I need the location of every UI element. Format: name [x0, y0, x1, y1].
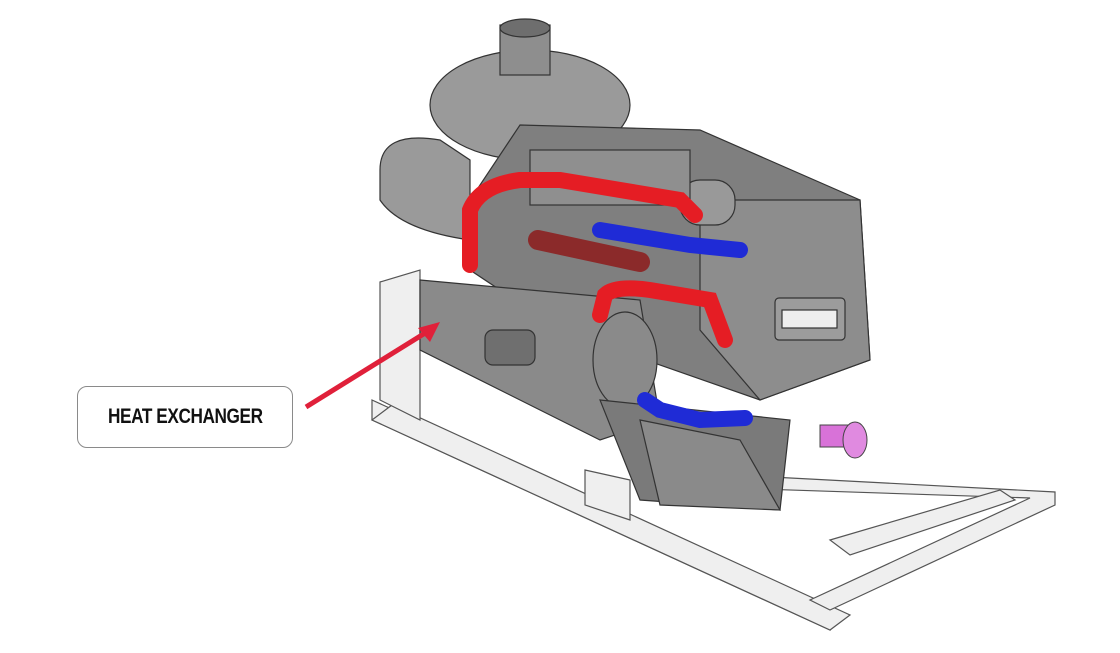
coolant-hoses [462, 172, 753, 429]
arrow-head-icon [418, 322, 440, 342]
callout-label: HEAT EXCHANGER [107, 405, 263, 428]
heat-exchanger-callout: HEAT EXCHANGER [77, 386, 293, 448]
exhaust-flange [819, 421, 868, 459]
engine-block [379, 18, 871, 511]
callout-arrow [304, 327, 432, 410]
